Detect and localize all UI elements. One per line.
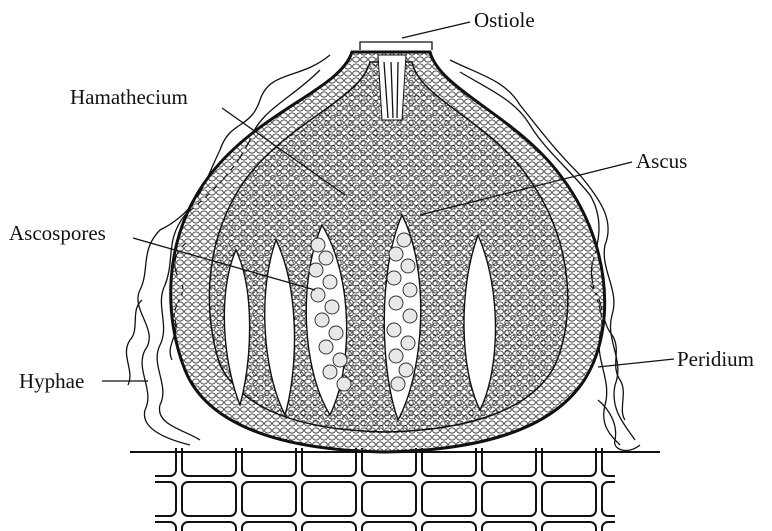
ostiole-canal: [378, 55, 406, 120]
leader-peridium: [598, 359, 674, 367]
ostiole-bracket: [360, 42, 432, 50]
label-hyphae: Hyphae: [19, 369, 84, 393]
host-tissue-cells: [130, 448, 660, 531]
label-ascus: Ascus: [636, 149, 687, 173]
label-ascospores: Ascospores: [9, 221, 106, 245]
label-peridium: Peridium: [677, 347, 754, 371]
label-hamathecium: Hamathecium: [70, 85, 188, 109]
leader-ostiole: [402, 22, 470, 38]
label-ostiole: Ostiole: [474, 8, 535, 32]
